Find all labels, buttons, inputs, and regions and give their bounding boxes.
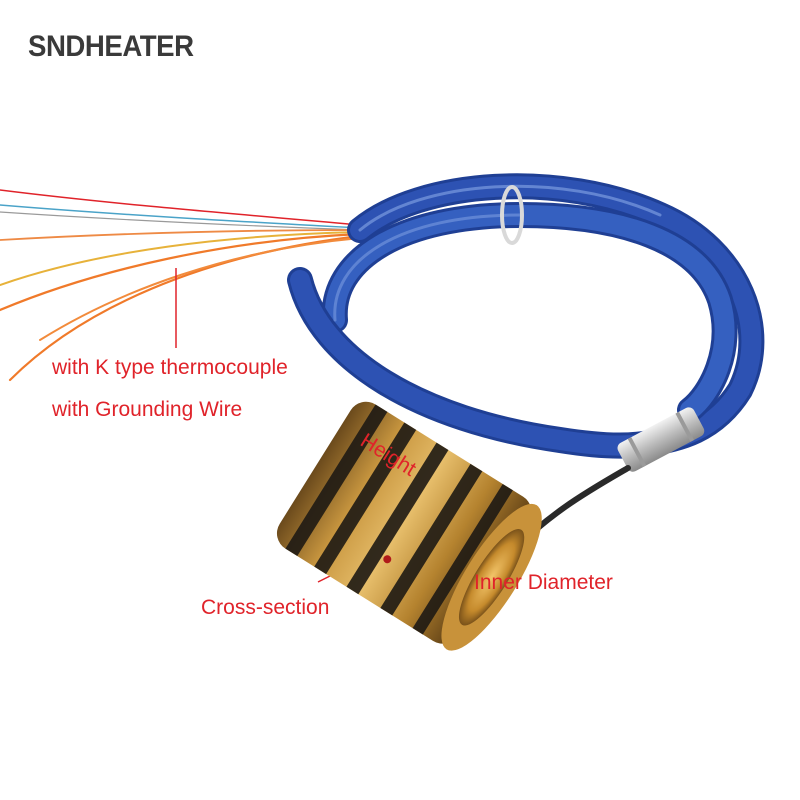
thermocouple-label: with K type thermocouple: [52, 356, 288, 379]
brass-heater: [276, 401, 542, 651]
brand-logo: SNDHEATER: [28, 30, 194, 63]
metal-ferrule: [617, 407, 705, 472]
inner-diameter-label: Inner Diameter: [474, 571, 613, 594]
grounding-wire-label: with Grounding Wire: [52, 398, 243, 421]
cross-section-label: Cross-section: [201, 596, 330, 619]
cable-tie: [500, 185, 524, 245]
lead-wires: [0, 189, 362, 382]
blue-cable: [287, 173, 765, 459]
